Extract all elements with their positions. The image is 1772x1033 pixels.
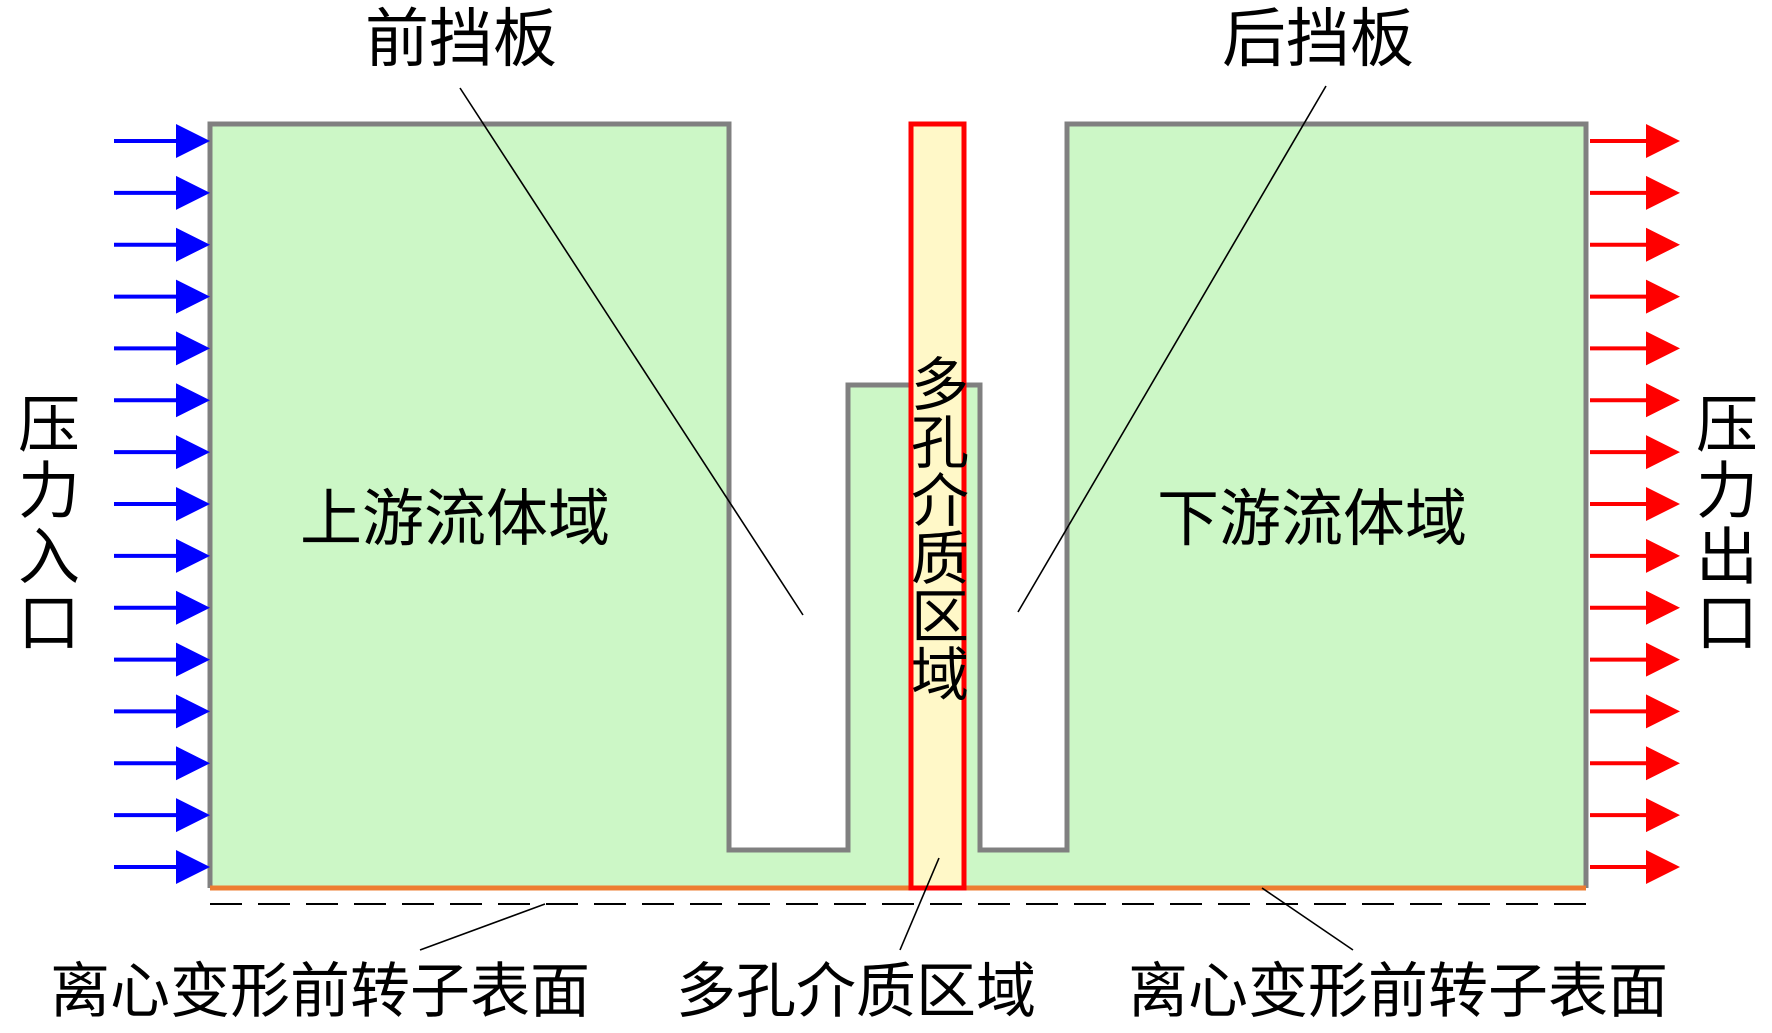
porous-bottom-leader bbox=[899, 857, 940, 951]
inlet-arrow bbox=[114, 435, 210, 470]
outlet-arrow bbox=[1590, 746, 1680, 781]
inlet-arrow bbox=[114, 487, 210, 521]
inlet-arrow bbox=[114, 798, 210, 833]
fluid-domain bbox=[210, 124, 1586, 888]
leader-lines bbox=[419, 85, 1354, 951]
inlet-arrow bbox=[114, 538, 210, 573]
rotor-surface-left-leader bbox=[419, 903, 546, 951]
outlet-arrow bbox=[1590, 798, 1680, 833]
rotor-surface-right-leader bbox=[1261, 887, 1354, 951]
inlet-arrow bbox=[114, 279, 210, 314]
inlet-arrow bbox=[114, 590, 210, 625]
outlet-arrow bbox=[1590, 383, 1680, 418]
pressure-inlet-label: 压力入口 bbox=[7, 392, 80, 656]
outlet-arrow bbox=[1590, 642, 1680, 677]
front-baffle-label: 前挡板 bbox=[365, 3, 557, 77]
rear-baffle-label: 后挡板 bbox=[1222, 3, 1414, 77]
rear-baffle-leader bbox=[1017, 85, 1327, 613]
inlet-arrow bbox=[114, 227, 210, 262]
outlet-arrow bbox=[1590, 487, 1680, 521]
inlet-arrow bbox=[114, 850, 210, 884]
outlet-arrow bbox=[1590, 279, 1680, 314]
downstream-domain-label: 下游流体域 bbox=[1157, 482, 1468, 555]
inlet-arrow bbox=[114, 383, 210, 418]
rotor-surface-right-label: 离心变形前转子表面 bbox=[1128, 957, 1668, 1027]
outlet-arrow bbox=[1590, 850, 1680, 884]
outlet-arrow bbox=[1590, 175, 1680, 210]
pressure-outlet-label: 压力出口 bbox=[1685, 392, 1758, 656]
porous-region-vertical-label: 多孔介质区域 bbox=[901, 354, 969, 702]
outlet-arrow bbox=[1590, 435, 1680, 470]
upstream-domain-label: 上游流体域 bbox=[300, 482, 611, 555]
porous-region-bottom-label: 多孔介质区域 bbox=[676, 957, 1036, 1027]
outlet-arrow bbox=[1590, 694, 1680, 729]
outlet-arrows bbox=[1590, 124, 1680, 884]
inlet-arrow bbox=[114, 124, 210, 158]
rotor-surface-left-label: 离心变形前转子表面 bbox=[50, 957, 590, 1027]
front-baffle-leader bbox=[459, 87, 804, 616]
inlet-arrow bbox=[114, 642, 210, 677]
inlet-arrow bbox=[114, 331, 210, 366]
outlet-arrow bbox=[1590, 331, 1680, 366]
inlet-arrow bbox=[114, 175, 210, 210]
inlet-arrow bbox=[114, 694, 210, 729]
outlet-arrow bbox=[1590, 227, 1680, 262]
inlet-arrow bbox=[114, 746, 210, 781]
inlet-arrows bbox=[114, 124, 210, 884]
outlet-arrow bbox=[1590, 590, 1680, 625]
outlet-arrow bbox=[1590, 538, 1680, 573]
outlet-arrow bbox=[1590, 124, 1680, 158]
porous-region bbox=[908, 121, 967, 891]
